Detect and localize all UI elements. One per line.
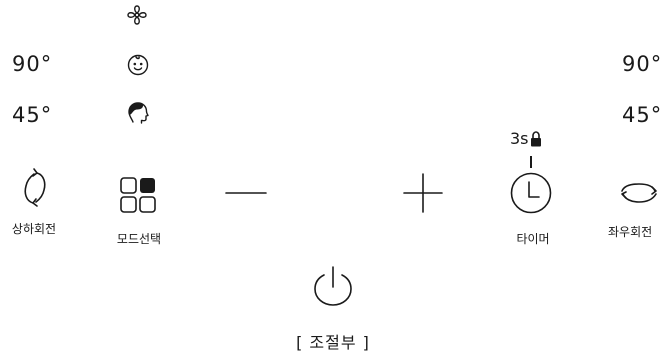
right-angle-90: 90° — [622, 52, 663, 76]
right-angle-45: 45° — [622, 103, 663, 127]
horizontal-rotate-icon — [618, 178, 666, 208]
timer-hold-hint: 3s — [510, 129, 529, 148]
grid-squares-icon — [120, 177, 176, 213]
vertical-swing-button[interactable]: 상하회전 — [0, 168, 70, 237]
timer-lock-hint: 3s — [510, 129, 542, 148]
horizontal-swing-button[interactable]: 좌우회전 — [608, 178, 666, 240]
timer-label: 타이머 — [516, 232, 550, 246]
power-button[interactable] — [310, 263, 356, 309]
fan-icon — [126, 4, 148, 26]
left-angle-90: 90° — [12, 52, 53, 76]
sleep-head-icon — [126, 101, 150, 125]
baby-face-icon — [127, 54, 149, 76]
minus-icon — [224, 183, 268, 203]
vertical-rotate-icon — [22, 168, 70, 208]
plus-button[interactable] — [402, 172, 444, 214]
vertical-swing-label: 상하회전 — [11, 222, 57, 236]
timer-hint-connector — [530, 156, 532, 168]
clock-icon — [510, 172, 566, 216]
mode-select-label: 모드선택 — [116, 232, 162, 246]
lock-icon — [530, 130, 542, 147]
mode-select-button[interactable]: 모드선택 — [106, 177, 176, 247]
horizontal-swing-label: 좌우회전 — [608, 225, 653, 239]
plus-icon — [402, 172, 444, 214]
left-angle-45: 45° — [12, 103, 53, 127]
timer-button[interactable]: 타이머 — [500, 172, 566, 247]
power-icon — [310, 263, 356, 309]
minus-button[interactable] — [224, 183, 268, 203]
panel-caption: [ 조절부 ] — [296, 333, 370, 352]
